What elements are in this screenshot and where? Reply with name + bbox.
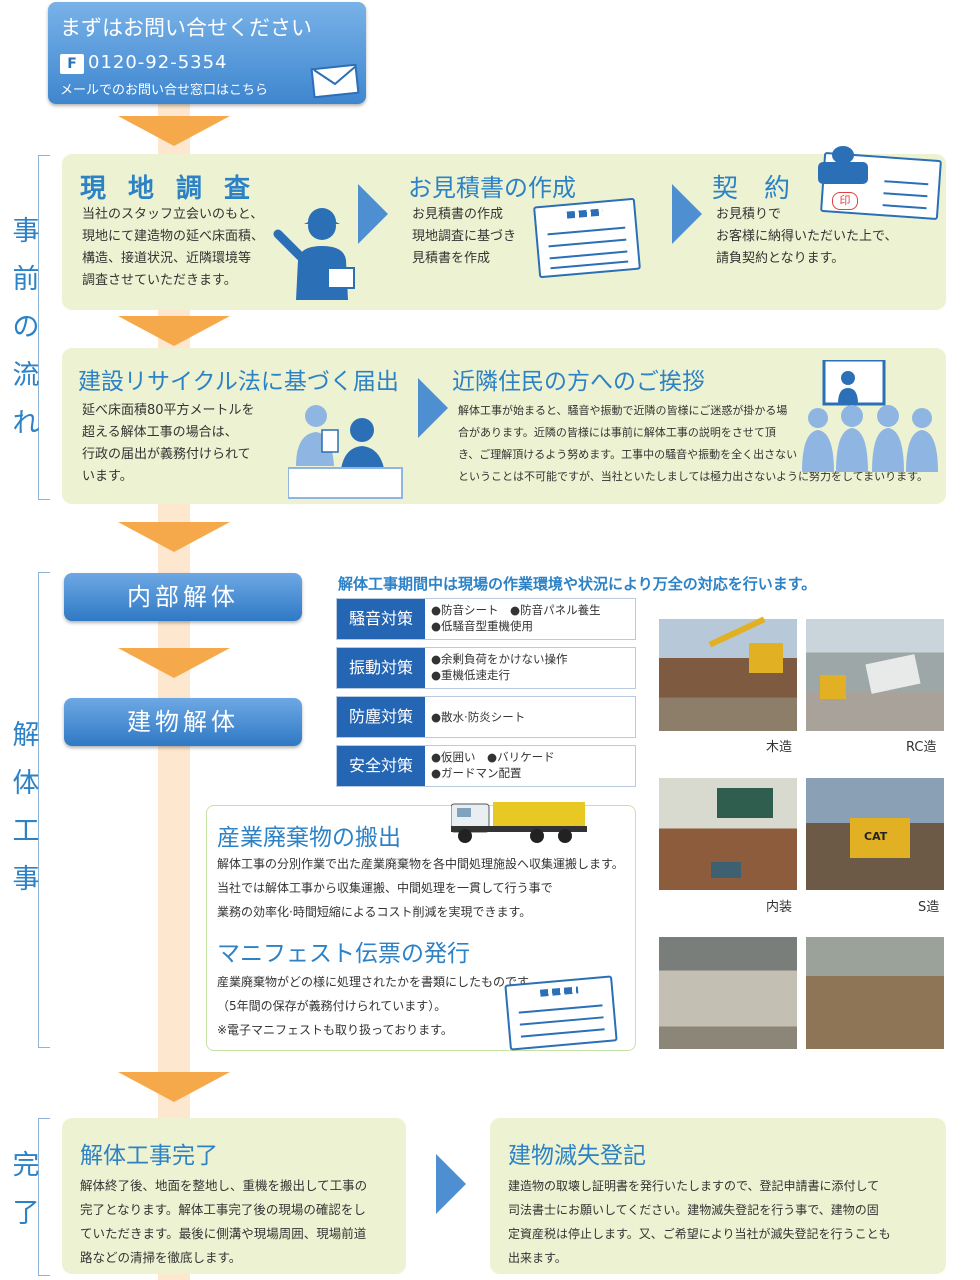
caption-wood: 木造 <box>766 740 793 755</box>
contract-title: 契約 <box>712 174 817 204</box>
contact-box[interactable]: まずはお問い合せください F 0120-92-5354 メールでのお問い合せ窓口… <box>48 2 366 104</box>
photo-interior <box>659 778 797 890</box>
notification-text: 延べ床面積80平方メートルを超える解体工事の場合は、行政の届出が義務付けられてい… <box>82 403 255 484</box>
photo-steel: CAT <box>806 778 944 890</box>
complete-panel-2: 建物滅失登記 建造物の取壊し証明書を発行いたしますので、登記申請書に添付して司法… <box>490 1118 946 1274</box>
manifest-title: マニフェスト伝票の発行 <box>217 941 470 967</box>
chevron-right-icon <box>672 184 702 244</box>
section-bracket <box>38 572 50 1048</box>
seal-mark: 印 <box>832 192 858 210</box>
done-title: 解体工事完了 <box>80 1143 218 1169</box>
notification-title: 建設リサイクル法に基づく届出 <box>78 369 399 395</box>
waste-title: 産業廃棄物の搬出 <box>217 825 401 851</box>
caption-interior: 内装 <box>766 900 793 915</box>
document-icon <box>504 975 618 1051</box>
flow-arrow <box>118 648 230 678</box>
mail-link[interactable]: メールでのお問い合せ窓口はこちら <box>60 83 269 98</box>
surveyor-icon <box>273 208 355 300</box>
survey-title: 現地調査 <box>80 174 273 204</box>
flow-arrow <box>118 522 230 552</box>
section-label-demolition: 解体工事 <box>12 720 40 895</box>
counter-office-icon <box>288 405 403 499</box>
measure-dust: 防塵対策●散水·防炎シート <box>336 696 636 738</box>
waste-text: 解体工事の分別作業で出た産業廃棄物を各中間処理施設へ収集運搬します。当社では解体… <box>217 857 624 919</box>
section-label-complete: 完了 <box>12 1150 40 1229</box>
photo-work-1 <box>659 937 797 1049</box>
stamp-icon <box>818 146 868 198</box>
registry-text: 建造物の取壊し証明書を発行いたしますので、登記申請書に添付して司法書士にお願いし… <box>508 1179 891 1265</box>
document-icon <box>533 197 641 279</box>
freedial-icon: F <box>60 54 84 74</box>
cat-logo: CAT <box>864 830 888 843</box>
pre-panel-1: 現地調査 当社のスタッフ立会いのもと、現地にて建造物の延べ床面積、構造、接道状況… <box>62 146 946 310</box>
contact-title: まずはお問い合せください <box>60 16 312 40</box>
caption-steel: S造 <box>918 900 940 915</box>
pre-panel-2: 建設リサイクル法に基づく届出 延べ床面積80平方メートルを超える解体工事の場合は… <box>62 348 946 504</box>
section-bracket <box>38 1118 50 1276</box>
building-demolition-button[interactable]: 建物解体 <box>64 698 302 746</box>
flow-arrow <box>118 116 230 146</box>
audience-icon <box>802 360 938 472</box>
chevron-right-icon <box>358 184 388 244</box>
photo-work-2 <box>806 937 944 1049</box>
waste-panel: 産業廃棄物の搬出 解体工事の分別作業で出た産業廃棄物を各中間処理施設へ収集運搬し… <box>206 802 636 1051</box>
photo-rc <box>806 619 944 731</box>
estimate-text: お見積書の作成現地調査に基づき見積書を作成 <box>412 207 517 266</box>
greeting-text: 解体工事が始まると、騒音や振動で近隣の皆様にご迷惑が掛かる場合があります。近隣の… <box>458 404 929 483</box>
flow-arrow <box>118 316 230 346</box>
chevron-right-icon <box>436 1154 466 1214</box>
flow-arrow <box>118 1072 230 1102</box>
done-text: 解体終了後、地面を整地し、重機を搬出して工事の完了となります。解体工事完了後の現… <box>80 1178 368 1265</box>
photo-wood <box>659 616 797 731</box>
envelope-icon[interactable] <box>310 64 360 98</box>
measure-noise: 騒音対策●防音シート ●防音パネル養生●低騒音型重機使用 <box>336 598 636 640</box>
phone-number[interactable]: 0120-92-5354 <box>88 52 228 73</box>
caption-rc: RC造 <box>906 740 937 755</box>
dump-truck-icon <box>451 802 587 843</box>
measure-vibration: 振動対策●余剰負荷をかけない操作●重機低速走行 <box>336 647 636 689</box>
greeting-title: 近隣住民の方へのご挨拶 <box>452 369 705 395</box>
complete-panel-1: 解体工事完了 解体終了後、地面を整地し、重機を搬出して工事の完了となります。解体… <box>62 1118 406 1274</box>
section-bracket <box>38 155 50 500</box>
contract-text: お見積りでお客様に納得いただいた上で、請負契約となります。 <box>716 207 898 266</box>
measure-safety: 安全対策●仮囲い ●バリケード●ガードマン配置 <box>336 745 636 787</box>
survey-text: 当社のスタッフ立会いのもと、現地にて建造物の延べ床面積、構造、接道状況、近隣環境… <box>82 207 265 288</box>
section-label-pre: 事前の流れ <box>12 216 40 439</box>
registry-title: 建物滅失登記 <box>508 1143 646 1169</box>
measures-headline: 解体工事期間中は現場の作業環境や状況により万全の対応を行います。 <box>338 575 817 593</box>
estimate-title: お見積書の作成 <box>408 174 576 202</box>
chevron-right-icon <box>418 378 448 438</box>
interior-demolition-button[interactable]: 内部解体 <box>64 573 302 621</box>
manifest-text: 産業廃棄物がどの様に処理されたかを書類にしたものです（5年間の保存が義務付けられ… <box>217 975 530 1037</box>
